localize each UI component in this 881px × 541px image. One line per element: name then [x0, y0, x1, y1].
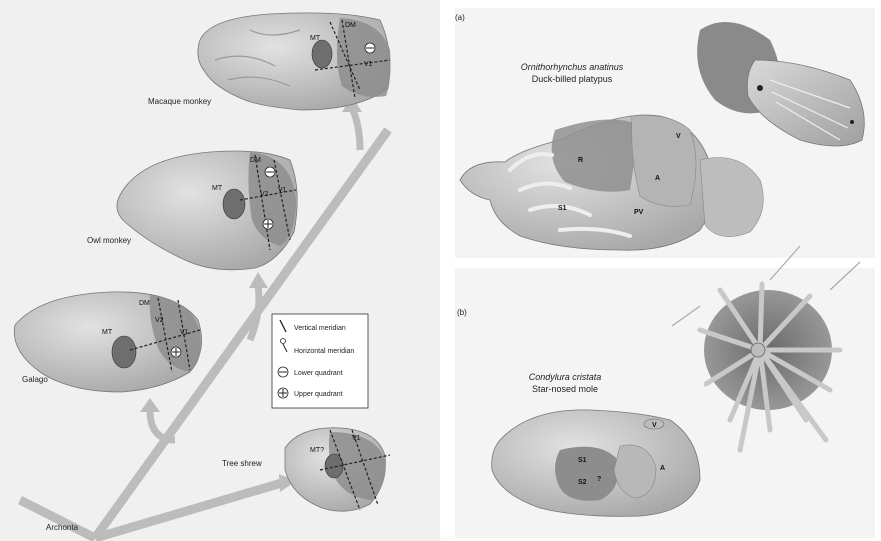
galago-v1-label: V1: [180, 329, 189, 336]
platypus-v-label: V: [676, 133, 681, 140]
panel-b-species-latin: Condylura cristata: [529, 372, 602, 382]
panel-b-letter: (b): [457, 308, 467, 317]
macaque-dm-label: DM: [345, 22, 356, 29]
galago-mt-label: MT: [102, 329, 113, 336]
mole-s2-label: S2: [578, 479, 587, 486]
legend-vertical: Vertical meridian: [294, 325, 346, 332]
tree-shrew-v1-label: V1: [352, 435, 361, 442]
galago-v2-label: V2: [155, 317, 164, 324]
galago-dm-label: DM: [139, 300, 150, 307]
owl-monkey-label: Owl monkey: [87, 236, 131, 245]
owl-dm-label: DM: [250, 157, 261, 164]
legend-upper: Upper quadrant: [294, 391, 343, 398]
legend-lower: Lower quadrant: [294, 370, 343, 377]
macaque-v1-label: V1: [364, 61, 373, 68]
panel-b-species-common: Star-nosed mole: [532, 384, 598, 394]
mole-v-label: V: [652, 422, 657, 429]
panel-a-species-latin: Ornithorhynchus anatinus: [521, 62, 624, 72]
owl-v2-label: V2: [260, 191, 269, 198]
platypus-r-label: R: [578, 157, 583, 164]
mole-a-label: A: [660, 465, 665, 472]
owl-v1-label: V1: [278, 187, 287, 194]
mole-brain: [492, 410, 700, 516]
horizontal-meridian-icon: [281, 339, 286, 344]
panel-a-species-common: Duck-billed platypus: [532, 74, 613, 84]
tree-shrew-mt-label: MT?: [310, 447, 324, 454]
galago-label: Galago: [22, 375, 48, 384]
mole-q-label: ?: [597, 476, 601, 483]
platypus-s1-label: S1: [558, 205, 567, 212]
archonta-label: Archonta: [46, 523, 79, 532]
panel-a-letter: (a): [455, 13, 465, 22]
owl-mt-label: MT: [212, 185, 223, 192]
tree-shrew-label: Tree shrew: [222, 459, 262, 468]
platypus-pv-label: PV: [634, 209, 644, 216]
macaque-label: Macaque monkey: [148, 97, 211, 106]
legend-horizontal: Horizontal meridian: [294, 348, 354, 355]
platypus-a-label: A: [655, 175, 660, 182]
mole-s1-label: S1: [578, 457, 587, 464]
macaque-mt-label: MT: [310, 35, 321, 42]
